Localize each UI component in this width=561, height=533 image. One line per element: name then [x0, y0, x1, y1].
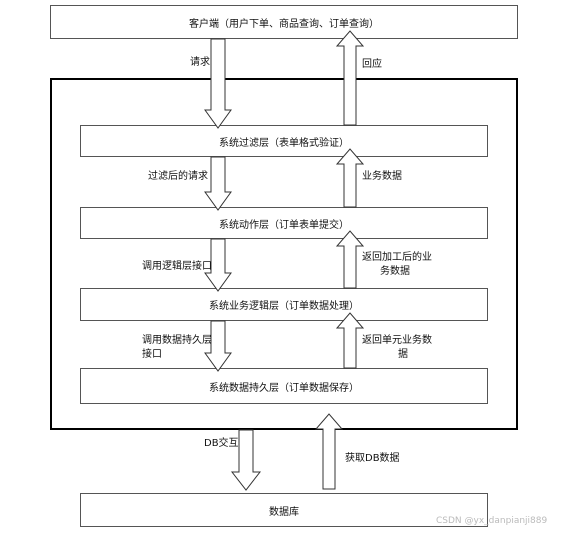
- persistence-layer-box: 系统数据持久层（订单数据保存）: [80, 368, 488, 404]
- request-down-arrow: [204, 38, 232, 129]
- client-box: 客户端（用户下单、商品查询、订单查询）: [50, 5, 518, 39]
- call-persistence-line2: 接口: [142, 349, 162, 360]
- return-processed-up-arrow: [335, 230, 365, 289]
- call-persistence-down-arrow: [204, 320, 232, 372]
- return-unit-data-label: 返回单元业务数 据: [362, 334, 432, 362]
- filtered-request-label: 过滤后的请求: [148, 171, 208, 182]
- return-processed-data-line1: 返回加工后的业: [362, 252, 432, 263]
- call-logic-interface-label: 调用逻辑层接口: [142, 261, 212, 272]
- action-layer-label: 系统动作层（订单表单提交）: [219, 219, 349, 231]
- filter-layer-box: 系统过滤层（表单格式验证）: [80, 125, 488, 157]
- business-data-up-arrow: [335, 148, 365, 208]
- return-processed-data-label: 返回加工后的业 务数据: [362, 251, 432, 279]
- response-up-arrow: [335, 30, 365, 126]
- fetch-db-up-arrow: [314, 413, 344, 490]
- logic-layer-label: 系统业务逻辑层（订单数据处理）: [209, 301, 359, 312]
- database-box: 数据库: [80, 493, 488, 527]
- system-frame: [50, 78, 518, 430]
- database-label: 数据库: [269, 506, 299, 518]
- db-interaction-label: DB交互: [204, 438, 239, 449]
- response-label: 回应: [362, 59, 382, 70]
- db-interaction-down-arrow: [230, 429, 262, 491]
- business-data-label: 业务数据: [362, 171, 402, 182]
- return-processed-data-line2: 务数据: [380, 266, 410, 277]
- call-persistence-label: 调用数据持久层 接口: [142, 334, 212, 362]
- persistence-layer-label: 系统数据持久层（订单数据保存）: [209, 382, 359, 394]
- client-label: 客户端（用户下单、商品查询、订单查询）: [189, 18, 379, 30]
- filter-layer-label: 系统过滤层（表单格式验证）: [219, 137, 349, 149]
- fetch-db-data-label: 获取DB数据: [345, 453, 400, 464]
- return-unit-data-line1: 返回单元业务数: [362, 335, 432, 346]
- logic-layer-box: 系统业务逻辑层（订单数据处理）: [80, 288, 488, 321]
- call-logic-down-arrow: [204, 238, 232, 292]
- return-unit-data-line2: 据: [398, 349, 408, 360]
- watermark: CSDN @yx_danpianji889: [436, 516, 548, 526]
- action-layer-box: 系统动作层（订单表单提交）: [80, 207, 488, 239]
- request-label: 请求: [190, 57, 210, 68]
- return-unit-up-arrow: [335, 312, 365, 369]
- filtered-request-down-arrow: [204, 156, 232, 211]
- call-persistence-line1: 调用数据持久层: [142, 335, 212, 346]
